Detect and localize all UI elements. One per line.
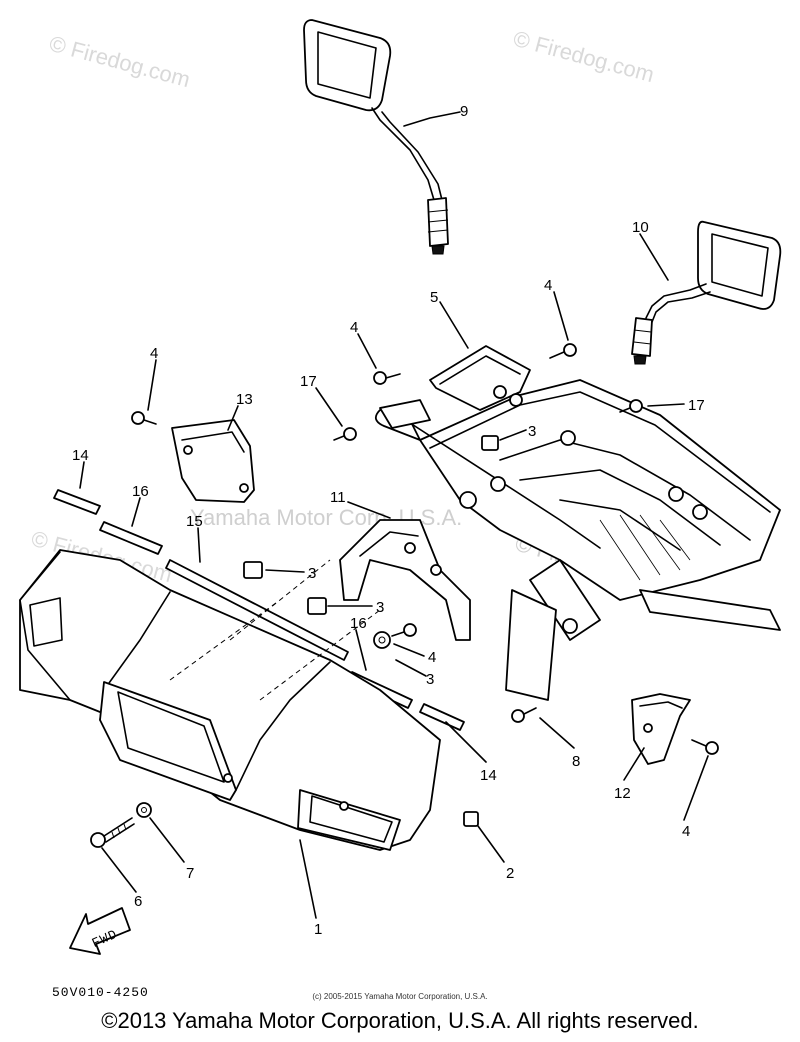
screw-17-a-part — [333, 427, 357, 441]
nut-3-c-part — [307, 597, 327, 615]
bracket-12-part — [631, 693, 691, 765]
leader-lines — [79, 111, 709, 919]
label-part-3-a: 3 — [528, 423, 536, 440]
label-part-12: 12 — [614, 785, 631, 802]
label-part-4-c: 4 — [544, 277, 552, 294]
label-part-4-a: 4 — [150, 345, 158, 362]
label-part-16-a: 16 — [132, 483, 149, 500]
label-part-1: 1 — [314, 921, 322, 938]
nut-3-d-part — [373, 631, 391, 649]
cover-13-part — [171, 419, 255, 503]
nut-3-a-part — [481, 435, 499, 451]
label-part-3-c: 3 — [376, 599, 384, 616]
label-part-11: 11 — [330, 489, 346, 506]
label-part-10: 10 — [632, 219, 649, 236]
strip-14-left-part — [53, 489, 101, 515]
mirror-right-part — [631, 220, 782, 365]
strip-15-part — [165, 559, 349, 661]
stay-11-part — [339, 519, 471, 641]
label-part-3-d: 3 — [426, 671, 434, 688]
screw-4-d-part — [391, 623, 417, 637]
label-part-2: 2 — [506, 865, 514, 882]
label-part-16-b: 16 — [350, 615, 367, 632]
watermark-top-right: © Firedog.com — [511, 26, 657, 88]
label-part-4-b: 4 — [350, 319, 358, 336]
label-part-3-b: 3 — [308, 565, 316, 582]
small-copyright: (c) 2005-2015 Yamaha Motor Corporation, … — [312, 992, 488, 1001]
watermark-top-left: © Firedog.com — [47, 31, 193, 93]
front-cowling-part — [19, 549, 441, 851]
label-part-4-e: 4 — [682, 823, 690, 840]
label-part-8: 8 — [572, 753, 580, 770]
screw-4-a-part — [131, 411, 157, 425]
copyright-notice: ©2013 Yamaha Motor Corporation, U.S.A. A… — [101, 1008, 699, 1033]
label-part-9: 9 — [460, 103, 468, 120]
label-part-13: 13 — [236, 391, 253, 408]
diagram-code: 50V010-4250 — [52, 985, 149, 1000]
label-part-15: 15 — [186, 513, 203, 530]
fwd-arrow: FWD — [69, 907, 131, 955]
screw-17-b-part — [619, 399, 643, 413]
label-part-17-a: 17 — [300, 373, 317, 390]
label-part-17-b: 17 — [688, 397, 705, 414]
strip-14-right-part — [419, 703, 465, 731]
screw-8-part — [511, 707, 537, 723]
label-part-14-a: 14 — [72, 447, 89, 464]
bolt-6-part — [90, 817, 135, 848]
bracket-5-part — [429, 345, 531, 411]
label-part-14-b: 14 — [480, 767, 497, 784]
handlebar-housing-part — [374, 379, 781, 701]
nut-2-part — [463, 811, 479, 827]
washer-7-part — [136, 802, 152, 818]
nut-3-b-part — [243, 561, 263, 579]
label-part-6: 6 — [134, 893, 142, 910]
mirror-left-part — [303, 19, 449, 255]
screw-4-b-part — [373, 371, 401, 385]
label-part-5: 5 — [430, 289, 438, 306]
label-part-4-d: 4 — [428, 649, 436, 666]
screw-4-c-part — [549, 343, 577, 359]
label-part-7: 7 — [186, 865, 194, 882]
strip-16-left-part — [99, 521, 163, 555]
screw-4-e-part — [691, 739, 719, 755]
